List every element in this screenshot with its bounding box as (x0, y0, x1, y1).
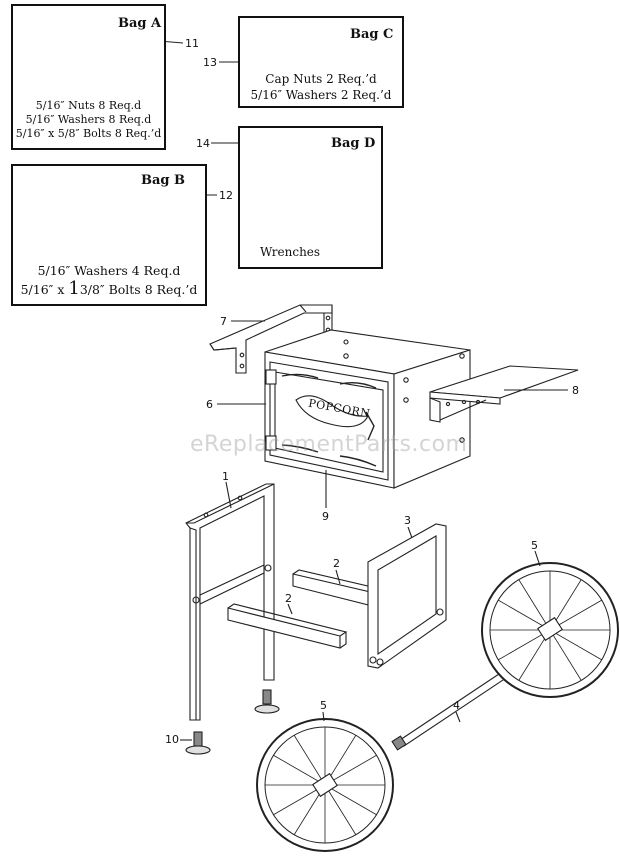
crossbar (227, 603, 348, 649)
callout-5-front: 5 (320, 699, 327, 712)
callout-7: 7 (220, 315, 227, 328)
bag-b-line-2: 5/16″ x 13/8″ Bolts 8 Req.’d (13, 280, 205, 298)
bag-c-title: Bag C (350, 27, 394, 42)
callout-5-rear: 5 (531, 539, 538, 552)
bag-d-box: Bag D Wrenches (238, 126, 383, 269)
bag-c-line-2: 5/16″ Washers 2 Req.’d (250, 88, 392, 102)
bag-b-box: Bag B 5/16″ Washers 4 Req.d 5/16″ x 13/8… (11, 164, 207, 306)
bag-a-line-2: 5/16″ Washers 8 Req.d (25, 113, 152, 126)
bag-b-line-2-big: 1 (68, 278, 80, 299)
bag-b-line-1: 5/16″ Washers 4 Req.d (37, 263, 181, 278)
bag-a-box: Bag A 5/16″ Nuts 8 Req.d 5/16″ Washers 8… (11, 4, 166, 150)
bag-d-title: Bag D (331, 136, 376, 151)
bag-a-title: Bag A (118, 16, 162, 31)
axle (391, 659, 525, 751)
bag-c-box: Bag C Cap Nuts 2 Req.’d 5/16″ Washers 2 … (238, 16, 404, 108)
callout-2-lower: 2 (285, 592, 292, 605)
watermark: eReplacementParts.com (190, 432, 468, 457)
bag-d-label: Wrenches (260, 245, 321, 259)
callout-10: 10 (165, 733, 179, 746)
callout-6: 6 (206, 398, 213, 411)
popcorn-cabinet (264, 329, 471, 489)
callout-13: 13 (203, 56, 217, 69)
callout-11: 11 (185, 37, 199, 50)
bag-b-title: Bag B (141, 173, 186, 188)
front-leg-frame (185, 483, 275, 721)
leveler-foot (254, 689, 280, 714)
right-shelf (429, 365, 579, 423)
front-wheel (256, 718, 394, 852)
callout-9: 9 (322, 510, 329, 523)
callout-14: 14 (196, 137, 210, 150)
callout-8: 8 (572, 384, 579, 397)
bag-a-line-3: 5/16″ x 5/8″ Bolts 8 Req.’d (15, 127, 162, 140)
bag-a-line-1: 5/16″ Nuts 8 Req.d (35, 99, 142, 112)
bag-b-line-2-pre: 5/16″ x (20, 282, 69, 297)
leveler-foot (185, 731, 211, 755)
callout-12: 12 (219, 189, 233, 202)
callout-4: 4 (453, 699, 460, 712)
callout-3: 3 (404, 514, 411, 527)
bag-c-line-1: Cap Nuts 2 Req.’d (265, 72, 377, 86)
rear-wheel (481, 562, 619, 698)
rear-leg-frame (367, 523, 447, 669)
callout-1: 1 (222, 470, 229, 483)
callout-2-upper: 2 (333, 557, 340, 570)
bag-b-line-2-post: 3/8″ Bolts 8 Req.’d (79, 282, 198, 297)
